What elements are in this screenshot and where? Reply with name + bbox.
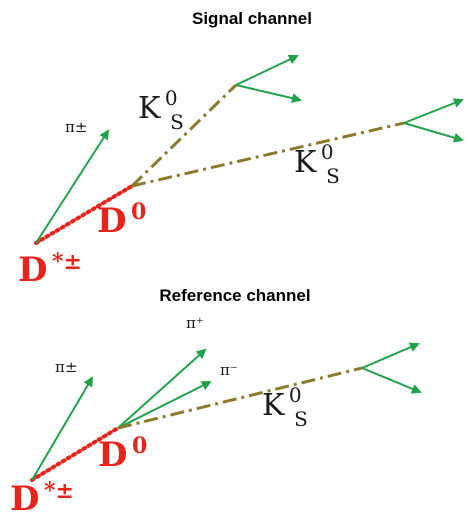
- signal-pion-label: π±: [65, 118, 87, 136]
- signal-kshort-1-daughter-a: [235, 54, 299, 86]
- reference-dstar-label: D *±: [10, 478, 74, 516]
- signal-kshort-2-track: [131, 121, 405, 188]
- reference-kshort-daughter-a: [361, 342, 420, 369]
- reference-kshort-track: [117, 366, 363, 430]
- signal-kshort-1-track: [130, 83, 238, 188]
- signal-d0-label: D 0: [97, 199, 146, 241]
- signal-kshort-2-daughter-b: [403, 122, 464, 143]
- signal-dstar-label: D *±: [18, 249, 82, 290]
- reference-dstar-track: [30, 426, 120, 482]
- reference-pion-plus-label: π⁺: [186, 314, 204, 332]
- reference-pion-plus-track: [117, 348, 207, 429]
- reference-kshort-label: K 0 S: [262, 383, 308, 431]
- signal-kshort-1-label: K 0 S: [138, 86, 184, 134]
- reference-kshort-daughter-b: [361, 367, 422, 394]
- signal-soft-pion-track: [35, 129, 110, 244]
- reference-channel-title: Reference channel: [159, 286, 310, 305]
- reference-pion-minus-track: [117, 381, 212, 429]
- reference-soft-pion-label: π±: [55, 358, 77, 376]
- signal-kshort-1-daughter-b: [235, 84, 302, 104]
- signal-dstar-track: [34, 184, 134, 245]
- reference-d0-label: D 0: [98, 433, 147, 475]
- signal-channel-panel: Signal channel π± K 0 S K 0 S D 0: [18, 9, 464, 290]
- signal-kshort-2-label: K 0 S: [294, 140, 340, 188]
- signal-kshort-2-daughter-a: [403, 98, 464, 124]
- reference-channel-panel: Reference channel π± π⁺ π⁻ K 0 S D 0 D *…: [10, 286, 422, 516]
- reference-soft-pion-track: [31, 376, 94, 481]
- reference-pion-minus-label: π⁻: [220, 361, 238, 379]
- signal-channel-title: Signal channel: [192, 9, 312, 28]
